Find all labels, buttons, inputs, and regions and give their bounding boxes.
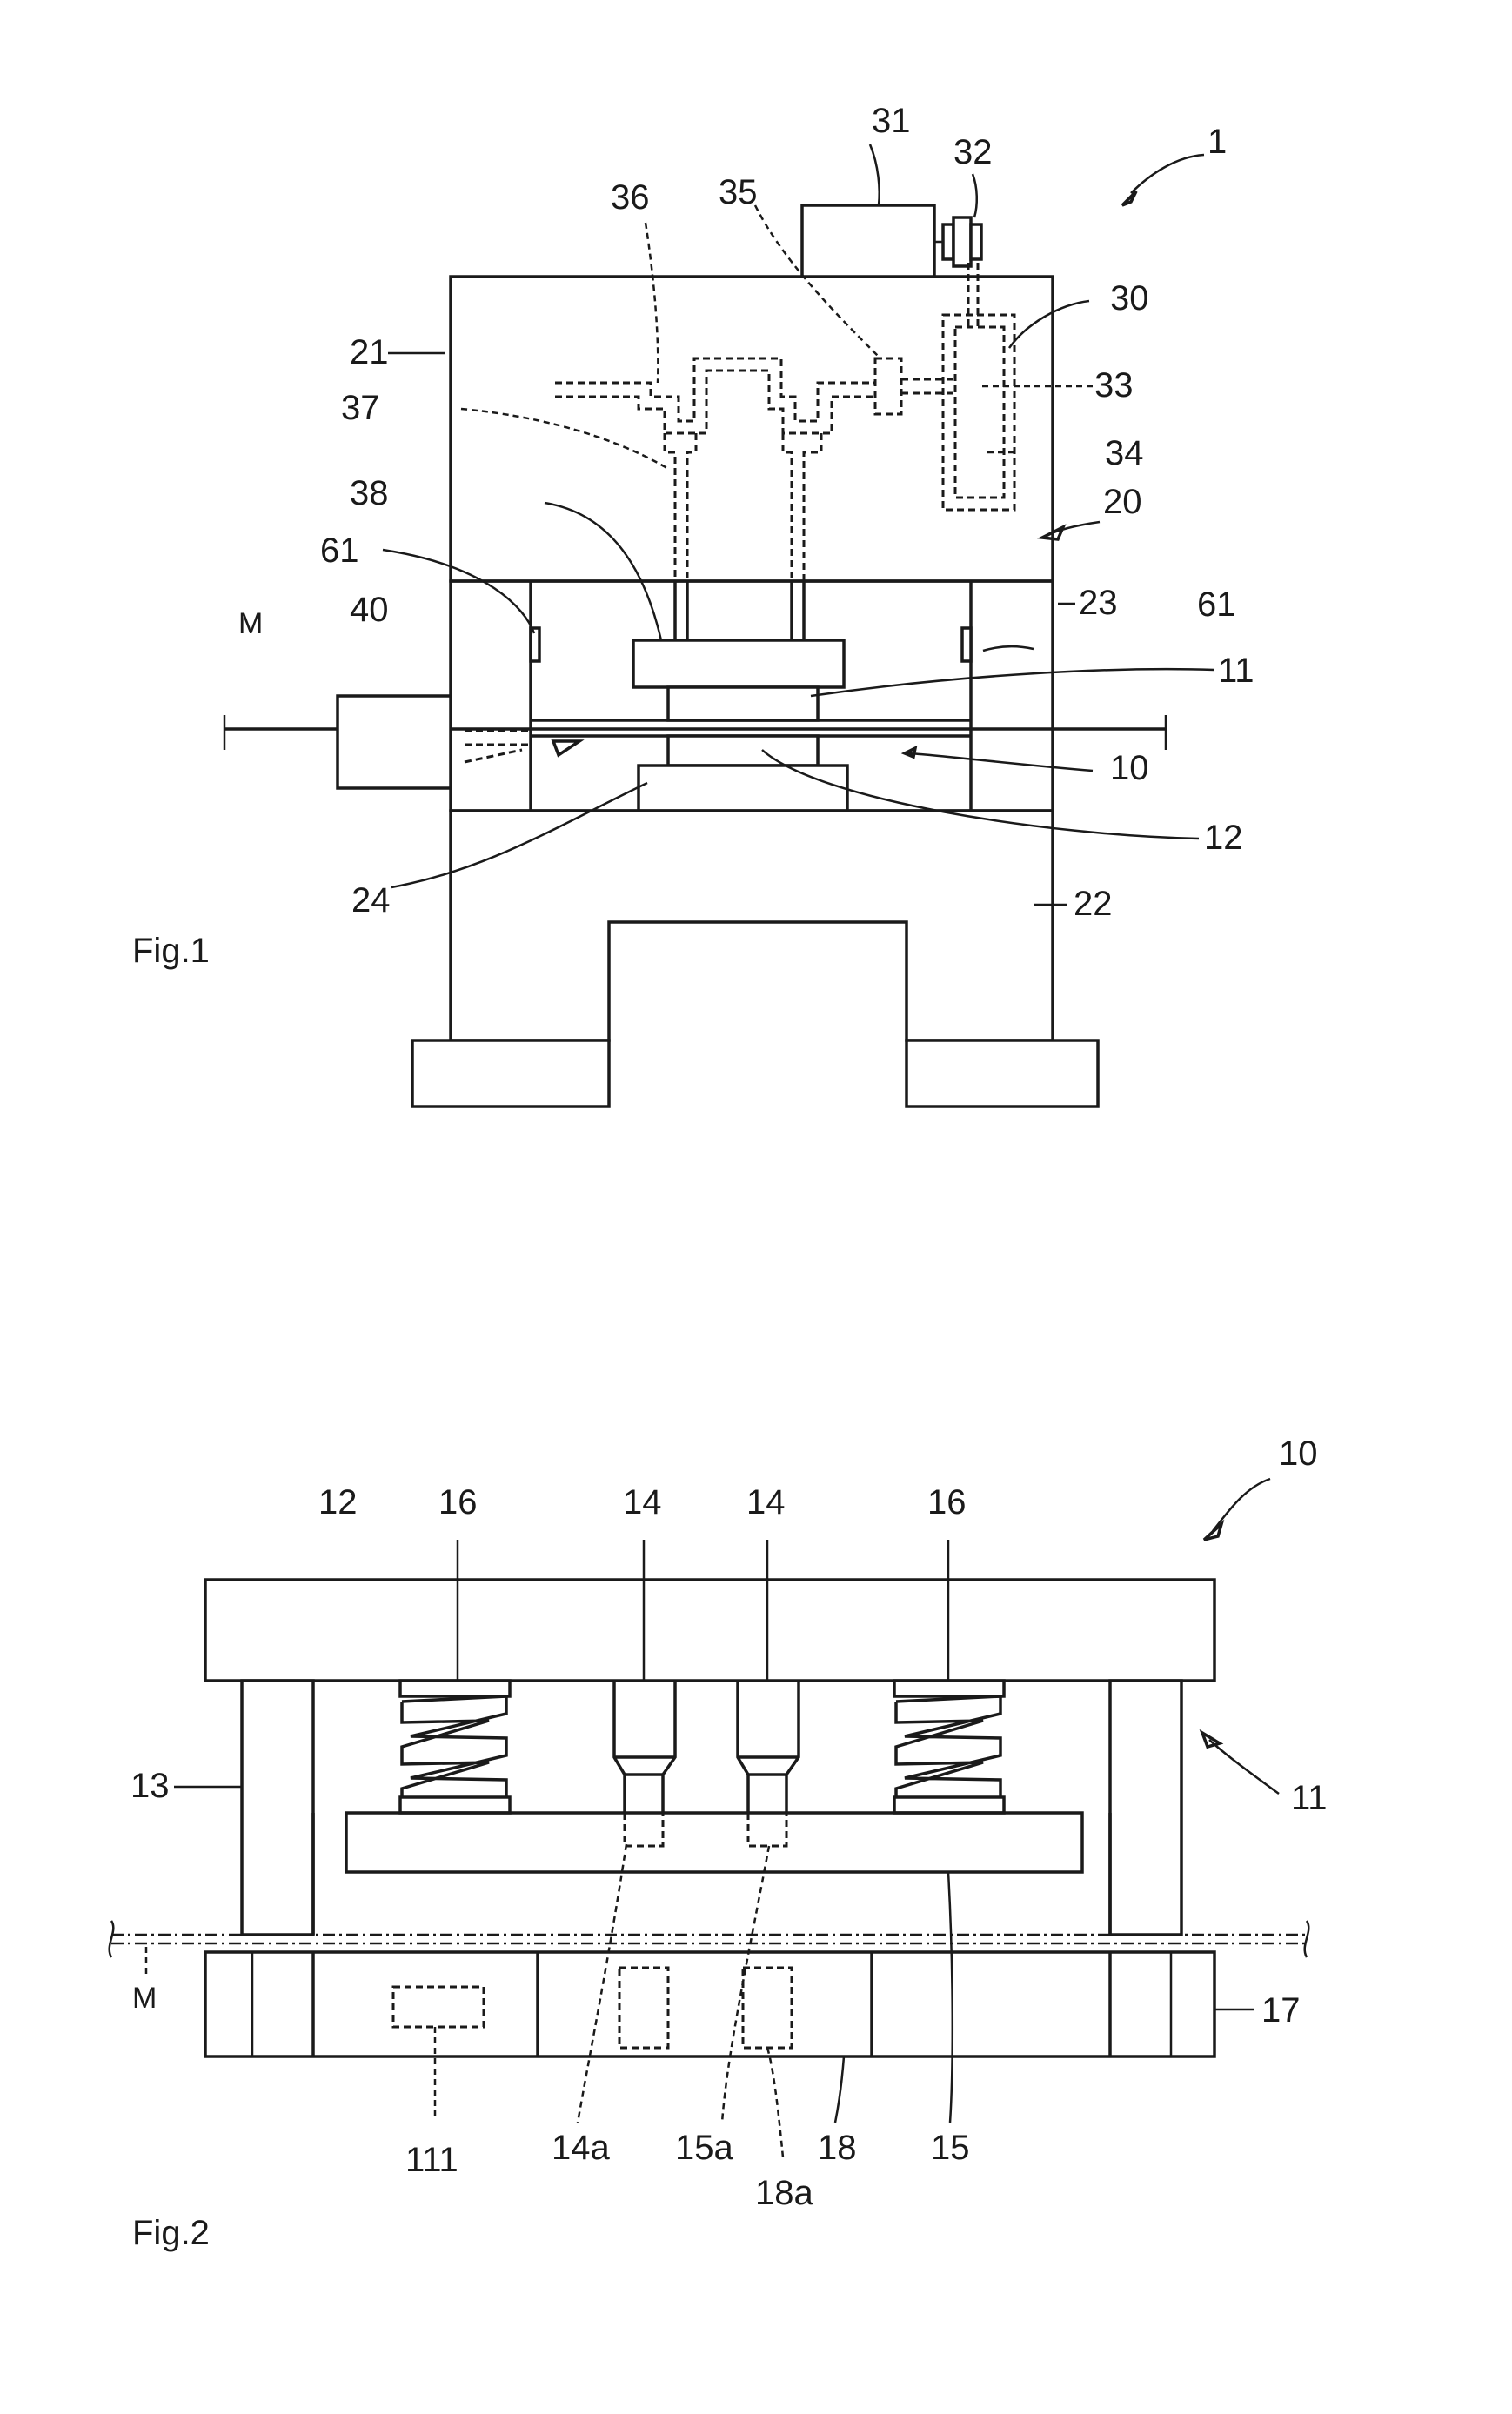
label-12: 12 (1204, 819, 1243, 857)
label-37: 37 (341, 389, 380, 427)
label2-15: 15 (931, 2129, 970, 2167)
motor-31 (802, 205, 934, 277)
housing-34 (943, 315, 1014, 510)
label2-14a: 14a (552, 2129, 610, 2167)
label-1: 1 (1208, 123, 1227, 161)
label-30: 30 (1110, 279, 1149, 318)
label-23: 23 (1079, 584, 1118, 622)
label2-18a: 18a (755, 2174, 813, 2212)
label2-13: 13 (130, 1767, 170, 1805)
bolster-24 (639, 766, 847, 811)
label-24: 24 (351, 881, 391, 919)
label2-16-right: 16 (927, 1483, 967, 1521)
punch-hole-15a (748, 1813, 786, 1846)
label2-17: 17 (1261, 1991, 1301, 2029)
lower-frame-22 (451, 811, 1053, 1040)
die-hole-left (619, 1968, 668, 2048)
label-34: 34 (1105, 434, 1144, 472)
label-61-right: 61 (1197, 585, 1236, 624)
pulley-32 (934, 217, 981, 266)
label2-15a: 15a (675, 2129, 733, 2167)
crankshaft-36 (555, 358, 875, 421)
feeder-40 (338, 696, 451, 788)
label-20: 20 (1103, 483, 1142, 521)
upper-frame-21 (451, 277, 1053, 581)
label2-12: 12 (318, 1483, 358, 1521)
label2-m: M (132, 1982, 157, 2015)
spring-16-right (894, 1681, 1004, 1813)
conn-rod-37-right (783, 433, 821, 581)
label2-11: 11 (1291, 1779, 1328, 1817)
sensor-61-right (962, 628, 971, 661)
label2-18: 18 (818, 2129, 857, 2167)
stripper-plate-15 (346, 1813, 1082, 1872)
label2-111: 111 (405, 2141, 458, 2179)
label2-14-right: 14 (746, 1483, 786, 1521)
spring-16-left (400, 1681, 510, 1813)
sensor-61-left (531, 628, 539, 661)
punch-14-right (738, 1681, 799, 1846)
label-11: 11 (1218, 652, 1254, 690)
upper-die-11 (668, 687, 818, 720)
label2-16-left: 16 (438, 1483, 478, 1521)
sensor-111 (393, 1987, 484, 2027)
label-32: 32 (953, 133, 993, 171)
fig2-labels: 10 12 16 14 14 16 13 11 M 17 14a 15a 18 … (130, 1434, 1328, 2212)
lower-die-12 (668, 736, 818, 766)
plunger-rods (675, 581, 804, 640)
fig1-press-machine: 1 31 32 36 35 30 21 33 37 34 38 20 61 40… (132, 102, 1254, 1107)
foot-right (907, 1040, 1098, 1107)
guide-post-13-right (1110, 1681, 1181, 1935)
slide-38 (633, 640, 844, 687)
label-31: 31 (872, 102, 911, 140)
label-m: M (238, 607, 263, 640)
label-36: 36 (611, 178, 650, 217)
gear-35 (875, 358, 901, 414)
label-22: 22 (1074, 885, 1113, 923)
fig1-caption: Fig.1 (132, 932, 210, 970)
label-61-left: 61 (320, 532, 359, 570)
die-hole-18a (743, 1968, 792, 2048)
label-33: 33 (1094, 366, 1134, 405)
label-40: 40 (350, 591, 389, 629)
guide-post-13-left (242, 1681, 313, 1935)
label-35: 35 (719, 173, 758, 211)
foot-left (412, 1040, 609, 1107)
punch-14-left (614, 1681, 675, 1846)
label-21: 21 (350, 333, 389, 371)
label2-14-left: 14 (623, 1483, 662, 1521)
fig2-caption: Fig.2 (132, 2214, 210, 2252)
label-10: 10 (1110, 749, 1149, 787)
upper-plate-12 (205, 1580, 1214, 1681)
conn-rod-37-left (665, 433, 696, 581)
punch-tip-14a (625, 1813, 663, 1846)
fig2-die-assembly: 10 12 16 14 14 16 13 11 M 17 14a 15a 18 … (110, 1434, 1328, 2252)
label2-10: 10 (1279, 1434, 1318, 1473)
label-38: 38 (350, 474, 389, 512)
lower-die-plate-17 (205, 1952, 1214, 2056)
drive-mechanism-30 (555, 263, 1014, 581)
